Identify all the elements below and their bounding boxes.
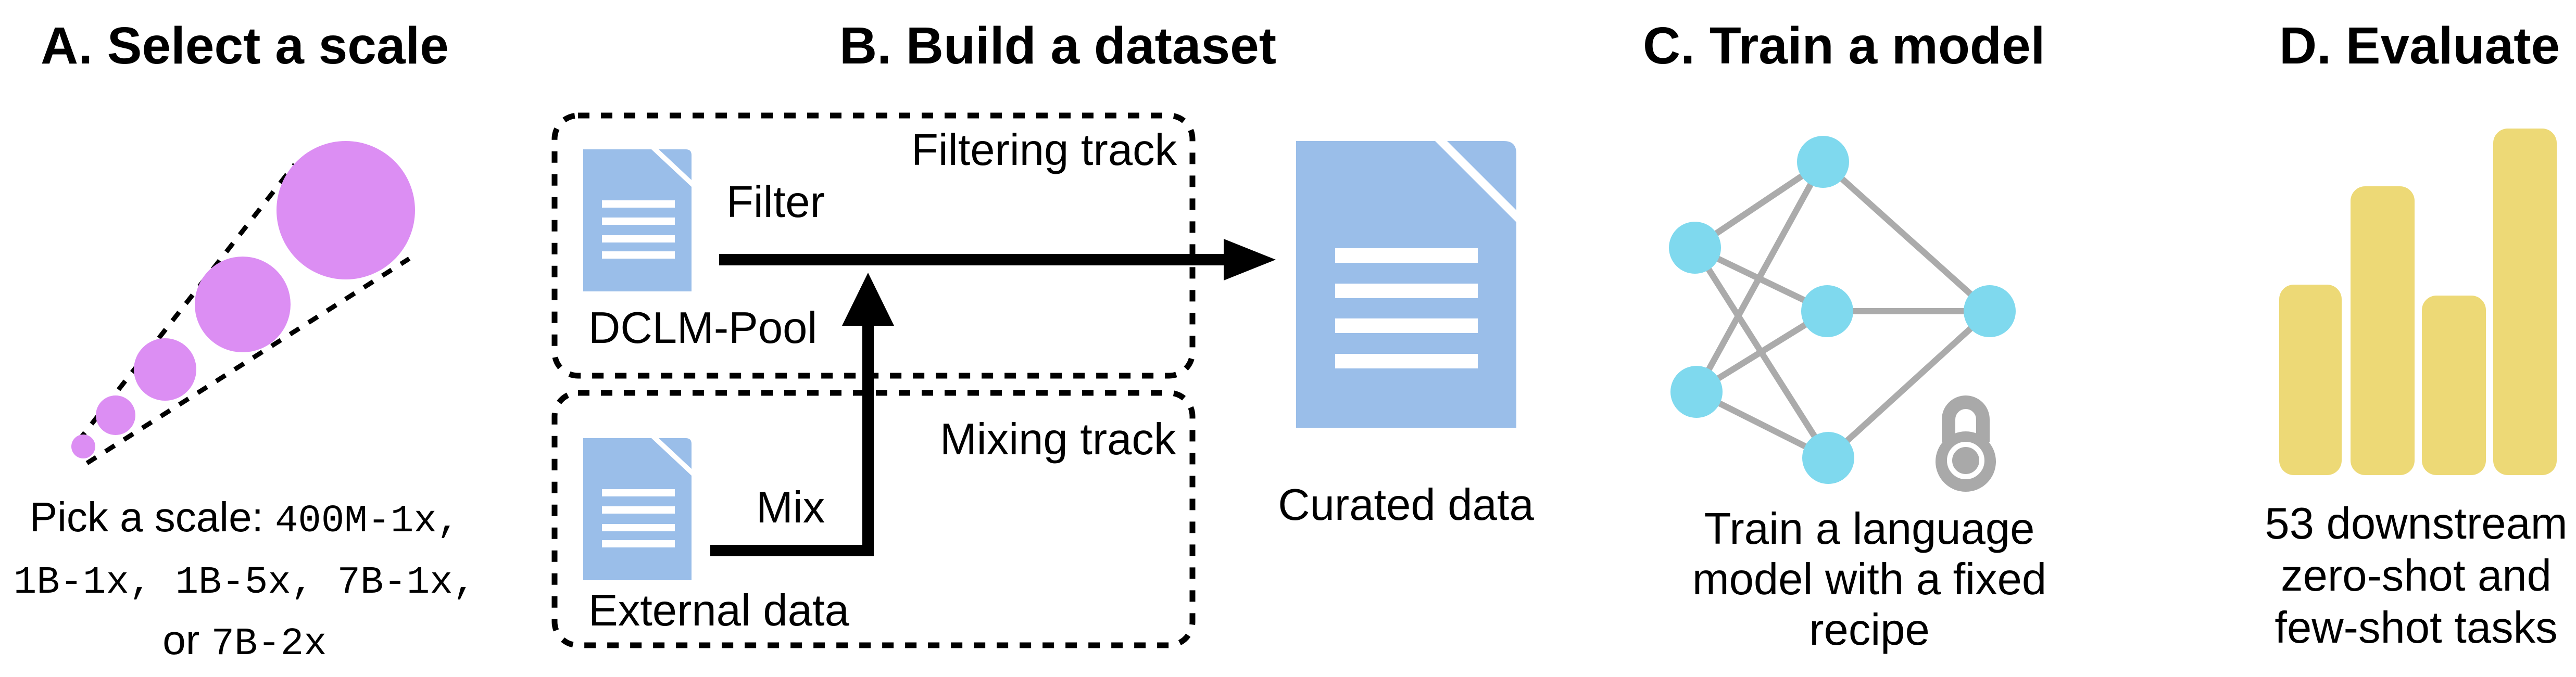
filtering-track-label: Filtering track [911,125,1177,175]
panel-c-caption: Train a language model with a fixed reci… [1692,504,2047,655]
bar-chart-icon [2279,129,2557,475]
panel-b-title: B. Build a dataset [839,17,1277,75]
lock-icon [1936,395,1996,492]
mixing-track-label: Mixing track [940,415,1176,464]
filter-label: Filter [726,177,825,227]
panel-a-caption-line3: or 7B-2x [162,617,327,666]
filter-arrow-icon [719,239,1276,280]
scale-circle-3 [134,338,196,401]
panel-a-title: A. Select a scale [41,17,449,75]
bar-4 [2493,129,2557,475]
panel-a-caption-line2: 1B-1x, 1B-5x, 7B-1x, [13,561,476,605]
cone-upper-dashed-line [76,163,297,443]
panel-d-caption: 53 downstream zero-shot and few-shot tas… [2265,499,2568,653]
network-nodes [1669,136,2016,484]
curated-data-label: Curated data [1278,480,1534,530]
scale-circle-5 [277,141,415,279]
curated-data-document-icon [1296,141,1516,428]
panel-c-title: C. Train a model [1643,17,2045,75]
panel-a-caption: Pick a scale: 400M-1x, 1B-1x, 1B-5x, 7B-… [10,489,479,673]
bar-3 [2422,296,2486,475]
bar-2 [2351,186,2415,475]
scale-circle-2 [96,395,135,435]
mix-label: Mix [756,483,825,532]
external-data-document-icon [583,438,692,580]
scale-cone-icon [71,141,415,465]
dclm-pool-document-icon [583,149,692,291]
bar-1 [2279,285,2342,475]
mix-arrow-icon [710,273,894,556]
scale-circle-1 [71,435,95,458]
scale-circle-4 [195,257,291,352]
dclm-pool-label: DCLM-Pool [588,303,818,353]
neural-network-icon [1669,136,2016,484]
panel-d-title: D. Evaluate [2279,17,2560,75]
panel-a-caption-line1: Pick a scale: 400M-1x, [29,494,460,543]
external-data-label: External data [588,586,849,635]
